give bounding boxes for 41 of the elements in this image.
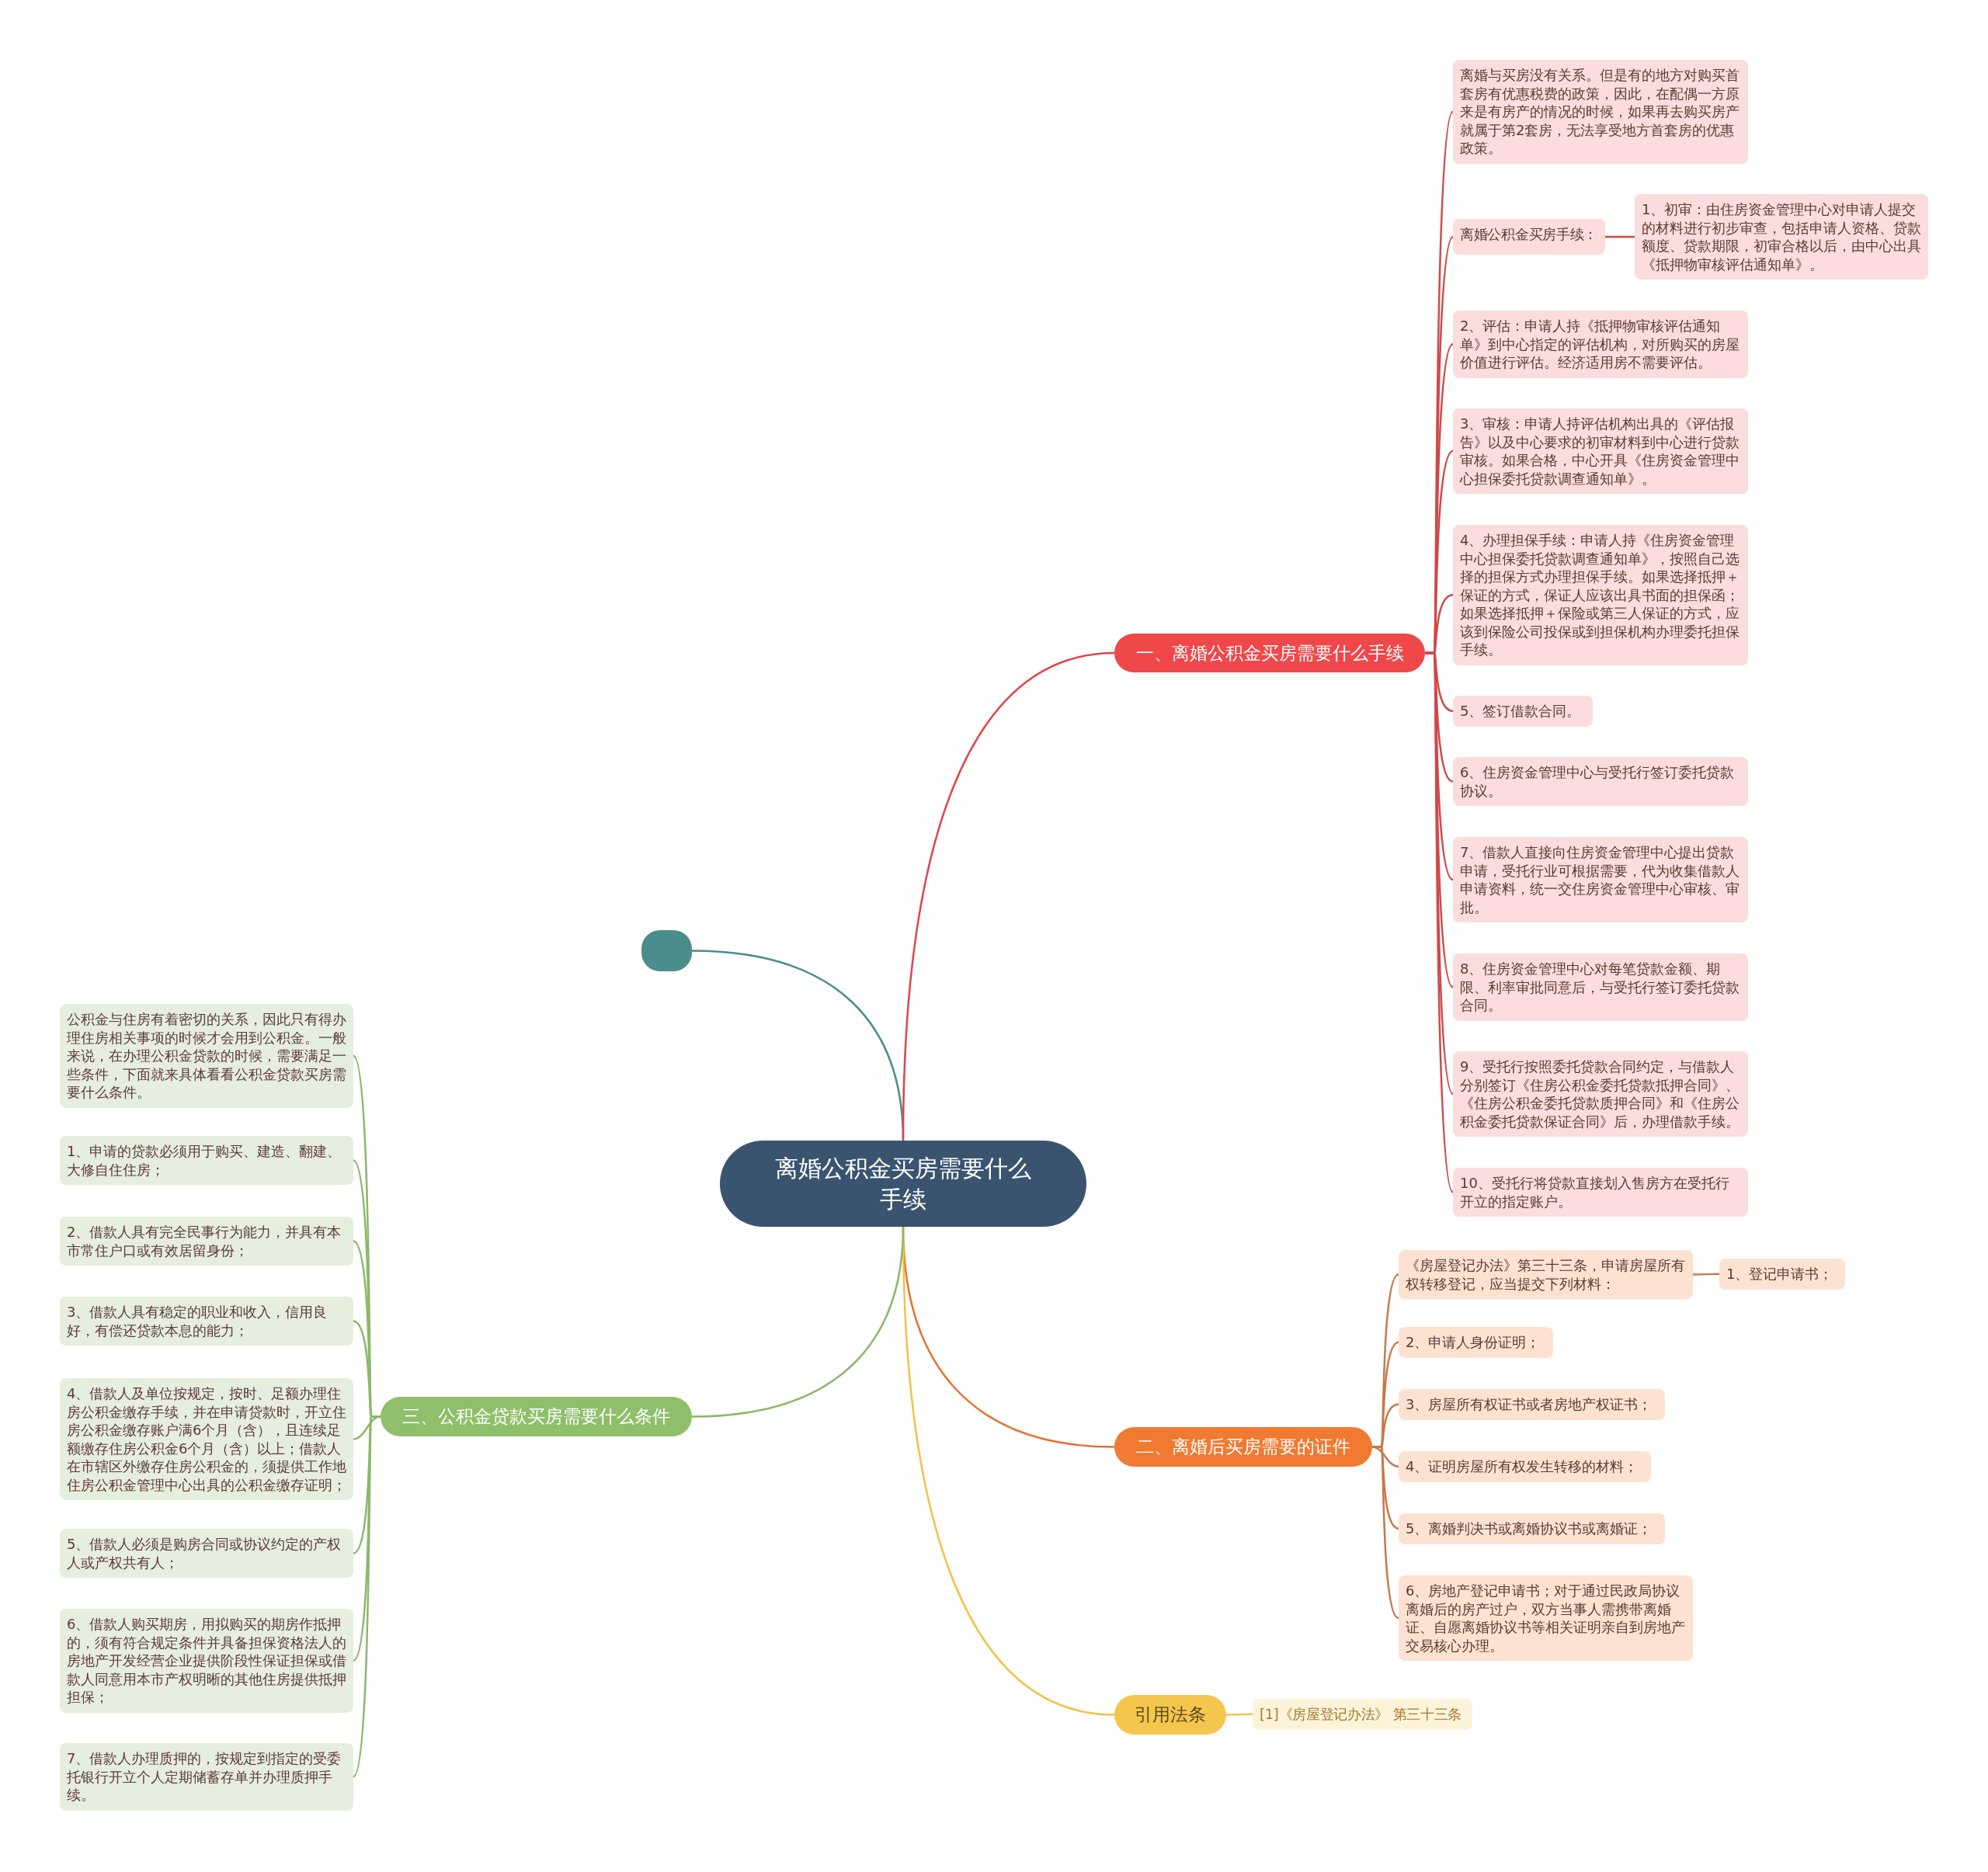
connector-line (1226, 1713, 1253, 1716)
topic-box: 离婚公积金买房手续： (1453, 219, 1605, 255)
topic-box: 2、评估：申请人持《抵押物审核评估通知单》到中心指定的评估机构，对所购买的房屋价值进行评估。经济适用房不需要评估。 (1453, 311, 1748, 378)
topic-box: 1、登记申请书； (1719, 1259, 1845, 1290)
topic-box: 7、借款人办理质押的，按规定到指定的受委托银行开立个人定期储蓄存单并办理质押手续。 (60, 1743, 353, 1811)
connector-line (902, 651, 1115, 1141)
topic-box: [1]《房屋登记办法》 第三十三条 (1253, 1699, 1472, 1730)
topic-box: 3、房屋所有权证书或者房地产权证书； (1399, 1389, 1665, 1420)
topic-box: 4、办理担保手续：申请人持《住房资金管理中心担保委托贷款调查通知单》，按照自己选择的担保方式办理担保手续。如果选择抵押＋保证的方式，保证人应该出具书面的担保函；如果选择抵押＋保险或第三人保证的方式，应该到保险公司投保或到担保机构办理委托担保手续。 (1453, 525, 1748, 665)
topic-box: 7、借款人直接向住房资金管理中心提出贷款申请，受托行业可根据需要，代为收集借款人申请资料，统一交住房资金管理中心审核、审批。 (1453, 837, 1748, 922)
topic-box: 1、初审：由住房资金管理中心对申请人提交的材料进行初步审查，包括申请人资格、贷款额度、贷款期限，初审合格以后，由中心出具《抵押物审核评估通知单》。 (1635, 194, 1928, 280)
topic-box: 4、借款人及单位按规定，按时、足额办理住房公积金缴存手续，并在申请贷款时，开立住房公积金缴存账户满6个月（含），且连续足额缴存住房公积金6个月（含）以上；借款人在市辖区外缴存住房公积金的，须提供工作地住房公积金管理中心出具的公积金缴存证明； (60, 1378, 353, 1500)
branch-topic: 三、公积金贷款买房需要什么条件 (381, 1397, 692, 1436)
connector-line (691, 1226, 905, 1418)
topic-box: 3、借款人具有稳定的职业和收入，信用良好，有偿还贷款本息的能力； (60, 1297, 353, 1346)
connector-line (352, 1415, 381, 1777)
branch-topic: 二、离婚后买房需要的证件 (1114, 1427, 1372, 1467)
topic-box: 《房屋登记办法》第三十三条，申请房屋所有权转移登记，应当提交下列材料： (1399, 1250, 1693, 1299)
topic-box: 9、受托行按照委托贷款合同约定，与借款人分别签订《住房公积金委托贷款抵押合同》、《住房公积金委托贷款质押合同》和《住房公积金委托贷款保证合同》后，办理借款手续。 (1453, 1051, 1748, 1137)
topic-box: 6、借款人购买期房，用拟购买的期房作抵押的，须有符合规定条件并具备担保资格法人的房地产开发经营企业提供阶段性保证担保或借款人同意用本市产权明晰的其他住房提供抵押担保； (60, 1609, 353, 1713)
topic-box: 3、审核：申请人持评估机构出具的《评估报告》以及中心要求的初审材料到中心进行贷款审核。如果合格，中心开具《住房资金管理中心担保委托贷款调查通知单》。 (1453, 408, 1748, 494)
topic-box: 2、申请人身份证明； (1399, 1327, 1553, 1358)
topic-box: 8、住房资金管理中心对每笔贷款金额、期限、利率审批同意后，与受托行签订委托贷款合同。 (1453, 953, 1748, 1021)
topic-box: 4、证明房屋所有权发生转移的材料； (1399, 1451, 1651, 1482)
topic-box: 离婚与买房没有关系。但是有的地方对购买首套房有优惠税费的政策，因此，在配偶一方原来是有房产的情况的时候，如果再去购买房产就属于第2套房，无法享受地方首套房的优惠政策。 (1453, 60, 1748, 164)
connector-line (1372, 1446, 1399, 1619)
topic-pill (641, 930, 692, 971)
topic-box: 1、申请的贷款必须用于购买、建造、翻建、大修自住住房； (60, 1136, 353, 1185)
branch-topic: 引用法条 (1114, 1695, 1226, 1735)
connector-line (1693, 1273, 1719, 1276)
topic-box: 5、签订借款合同。 (1453, 696, 1593, 727)
topic-box: 6、房地产登记申请书；对于通过民政局协议离婚后的房产过户，双方当事人需携带离婚证、自愿离婚协议书等相关证明亲自到房地产交易核心办理。 (1399, 1575, 1693, 1661)
topic-box: 6、住房资金管理中心与受托行签订委托贷款协议。 (1453, 757, 1748, 806)
topic-box: 10、受托行将贷款直接划入售房方在受托行开立的指定账户。 (1453, 1168, 1748, 1217)
branch-topic: 一、离婚公积金买房需要什么手续 (1114, 634, 1425, 672)
topic-box: 5、离婚判决书或离婚协议书或离婚证； (1399, 1513, 1665, 1544)
topic-box: 公积金与住房有着密切的关系，因此只有得办理住房相关事项的时候才会用到公积金。一般来说，在办理公积金贷款的时候，需要满足一些条件，下面就来具体看看公积金贷款买房需要什么条件。 (60, 1004, 353, 1108)
topic-box: 5、借款人必须是购房合同或协议约定的产权人或产权共有人； (60, 1529, 353, 1578)
central-topic: 离婚公积金买房需要什么手续 (720, 1141, 1086, 1227)
topic-box: 2、借款人具有完全民事行为能力，并具有本市常住户口或有效居留身份； (60, 1217, 353, 1266)
connector-line (1605, 235, 1635, 238)
